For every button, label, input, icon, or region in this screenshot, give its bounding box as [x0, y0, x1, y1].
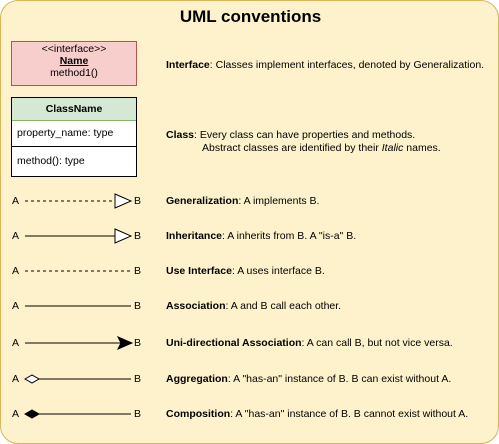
use-interface-text: : A uses interface B.	[231, 265, 325, 277]
aggregation-description: Aggregation: A "has-an" instance of B. B…	[166, 373, 451, 386]
use-interface-description: Use Interface: A uses interface B.	[166, 265, 325, 278]
association-label-b: B	[134, 300, 142, 312]
use-interface-label-b: B	[134, 265, 142, 277]
class-description: Class: Every class can have properties a…	[166, 129, 441, 155]
class-sample-box: ClassName property_name: type method(): …	[11, 97, 137, 177]
interface-text: : Classes implement interfaces, denoted …	[209, 59, 485, 71]
inheritance-connector	[25, 228, 133, 244]
inheritance-label-b: B	[134, 230, 142, 242]
class-property: property_name: type	[12, 121, 136, 147]
uni-directional-association-term: Uni-directional Association	[166, 337, 302, 349]
uni-directional-association-label-a: A	[12, 337, 20, 349]
composition-term: Composition	[166, 408, 231, 420]
uni-directional-association-connector	[25, 336, 134, 350]
uni-directional-association-label-b: B	[134, 337, 142, 349]
composition-text: : A "has-an" instance of B. B cannot exi…	[230, 408, 469, 420]
association-label-a: A	[12, 300, 20, 312]
interface-name: Name	[59, 55, 89, 67]
aggregation-text: : A "has-an" instance of B. B can exist …	[227, 373, 452, 385]
interface-method: method1()	[50, 67, 98, 79]
generalization-label-b: B	[134, 195, 142, 207]
class-subtext-suffix: names.	[403, 142, 441, 154]
association-text: : A and B call each other.	[225, 300, 342, 312]
composition-description: Composition: A "has-an" instance of B. B…	[166, 408, 468, 421]
class-subtext-prefix: Abstract classes are identified by their	[202, 142, 382, 154]
generalization-label-a: A	[12, 195, 20, 207]
aggregation-connector	[23, 374, 131, 384]
association-term: Association	[166, 300, 226, 312]
interface-term: Interface	[166, 59, 210, 71]
aggregation-label-b: B	[134, 373, 142, 385]
class-text: : Every class can have properties and me…	[194, 129, 416, 141]
class-term: Class	[166, 129, 195, 141]
interface-stereotype: <<interface>>	[41, 43, 107, 55]
aggregation-term: Aggregation	[166, 373, 228, 385]
composition-label-b: B	[134, 408, 142, 420]
inheritance-text: : A inherits from B. A "is-a" B.	[222, 230, 357, 242]
composition-connector	[23, 409, 131, 419]
use-interface-label-a: A	[12, 265, 20, 277]
class-method: method(): type	[17, 155, 85, 167]
generalization-description: Generalization: A implements B.	[166, 195, 319, 208]
generalization-text: : A implements B.	[238, 195, 320, 207]
inheritance-description: Inheritance: A inherits from B. A "is-a"…	[166, 230, 356, 243]
generalization-connector	[25, 193, 133, 209]
interface-sample-box: <<interface>> Name method1()	[11, 41, 137, 86]
inheritance-label-a: A	[12, 230, 20, 242]
association-description: Association: A and B call each other.	[166, 300, 341, 313]
generalization-term: Generalization	[166, 195, 239, 207]
inheritance-term: Inheritance	[166, 230, 223, 242]
class-subtext-italic: Italic	[381, 142, 404, 154]
interface-description: Interface: Classes implement interfaces,…	[166, 59, 484, 72]
uni-directional-association-description: Uni-directional Association: A can call …	[166, 337, 453, 350]
uni-directional-association-text: : A can call B, but not vice versa.	[301, 337, 453, 349]
aggregation-label-a: A	[12, 373, 20, 385]
use-interface-term: Use Interface	[166, 265, 232, 277]
class-subtext: Abstract classes are identified by their…	[166, 142, 441, 155]
class-name: ClassName	[12, 98, 136, 121]
diagram-title: UML conventions	[179, 7, 322, 26]
composition-label-a: A	[12, 408, 20, 420]
